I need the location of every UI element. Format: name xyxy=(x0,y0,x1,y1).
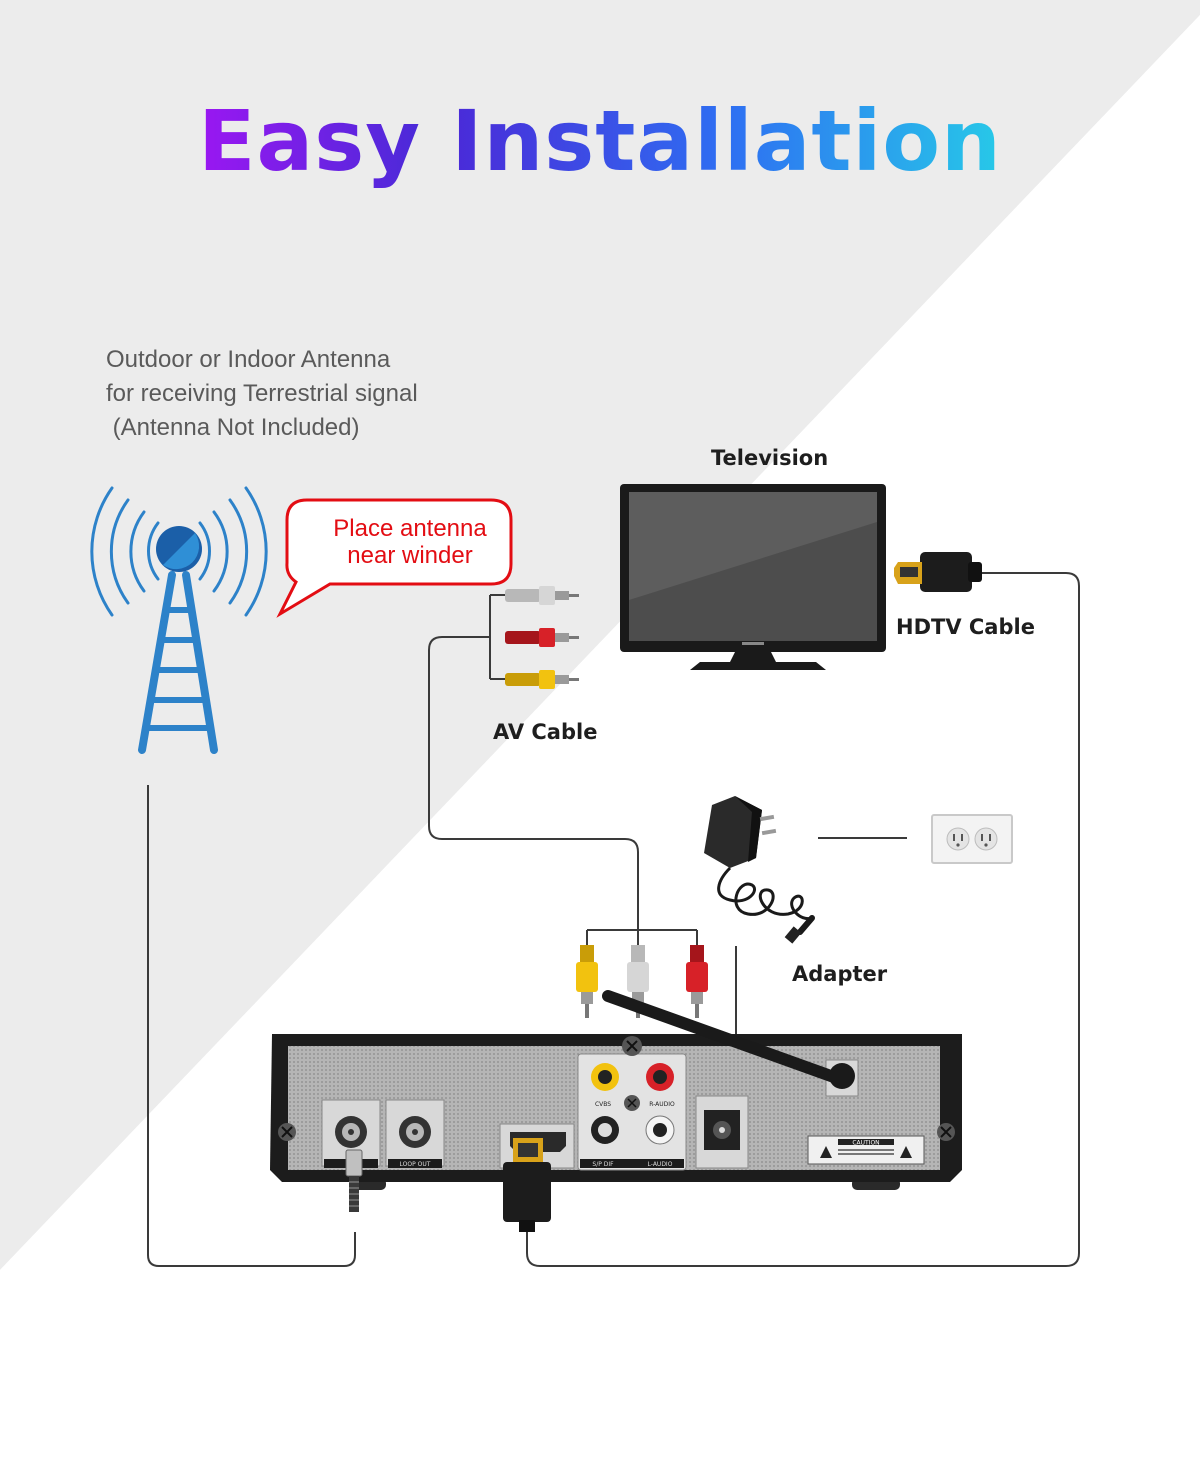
rca-yellow-plug-icon xyxy=(505,670,579,689)
wall-outlet-icon xyxy=(931,814,1013,864)
rca-splitter xyxy=(586,929,698,945)
av-cable-label: AV Cable xyxy=(493,720,598,744)
av-wire xyxy=(428,636,639,930)
av-cable-icon xyxy=(505,586,579,689)
loop-out-label: LOOP OUT xyxy=(400,1161,431,1168)
antenna-note-line-2: for receiving Terrestrial signal xyxy=(106,380,418,407)
hdmi-wire xyxy=(526,572,1080,1267)
title-word-installation: Installation xyxy=(451,92,1002,190)
adapter-label: Adapter xyxy=(792,962,888,986)
rca-red-plug-icon xyxy=(505,628,579,647)
signal-waves-icon xyxy=(90,486,268,617)
antenna-tower-icon xyxy=(90,486,268,754)
power-adapter-icon xyxy=(704,796,815,944)
bubble-line-2: near winder xyxy=(347,542,473,569)
rca-plugs-box-side xyxy=(576,945,708,1018)
caution-label: CAUTION xyxy=(852,1140,879,1147)
wires xyxy=(147,572,1080,1267)
hdmi-plug-icon xyxy=(894,552,982,592)
page-title: Easy Installation xyxy=(0,92,1200,190)
cvbs-label: CVBS xyxy=(595,1101,611,1108)
antenna-wire xyxy=(147,785,356,1267)
l-audio-label: L-AUDIO xyxy=(648,1161,673,1168)
antenna-note-line-1: Outdoor or Indoor Antenna xyxy=(106,346,391,373)
set-top-box-icon: LOOP OUT CVBS R-AUDIO S/P DIF L-AUDIO xyxy=(270,990,962,1190)
spdif-label: S/P DIF xyxy=(592,1161,614,1168)
rca-white-plug-icon xyxy=(505,586,579,605)
rca-yellow-vertical-icon xyxy=(576,945,598,1018)
television-label: Television xyxy=(711,446,829,470)
av-cable-splitter xyxy=(489,594,505,680)
television-icon xyxy=(620,484,886,670)
coax-connector-icon xyxy=(345,1149,363,1212)
hdmi-box-plug-icon xyxy=(503,1138,551,1232)
rca-white-vertical-icon xyxy=(627,945,649,1018)
antenna-note-line-3: (Antenna Not Included) xyxy=(106,414,360,441)
bubble-line-1: Place antenna xyxy=(333,515,487,542)
title-word-easy: Easy xyxy=(198,92,421,190)
r-audio-label: R-AUDIO xyxy=(649,1101,675,1108)
speech-bubble xyxy=(276,498,513,618)
bubble-text: Place antenna near winder xyxy=(302,515,518,569)
hdtv-cable-label: HDTV Cable xyxy=(896,615,1035,639)
rca-red-vertical-icon xyxy=(686,945,708,1018)
